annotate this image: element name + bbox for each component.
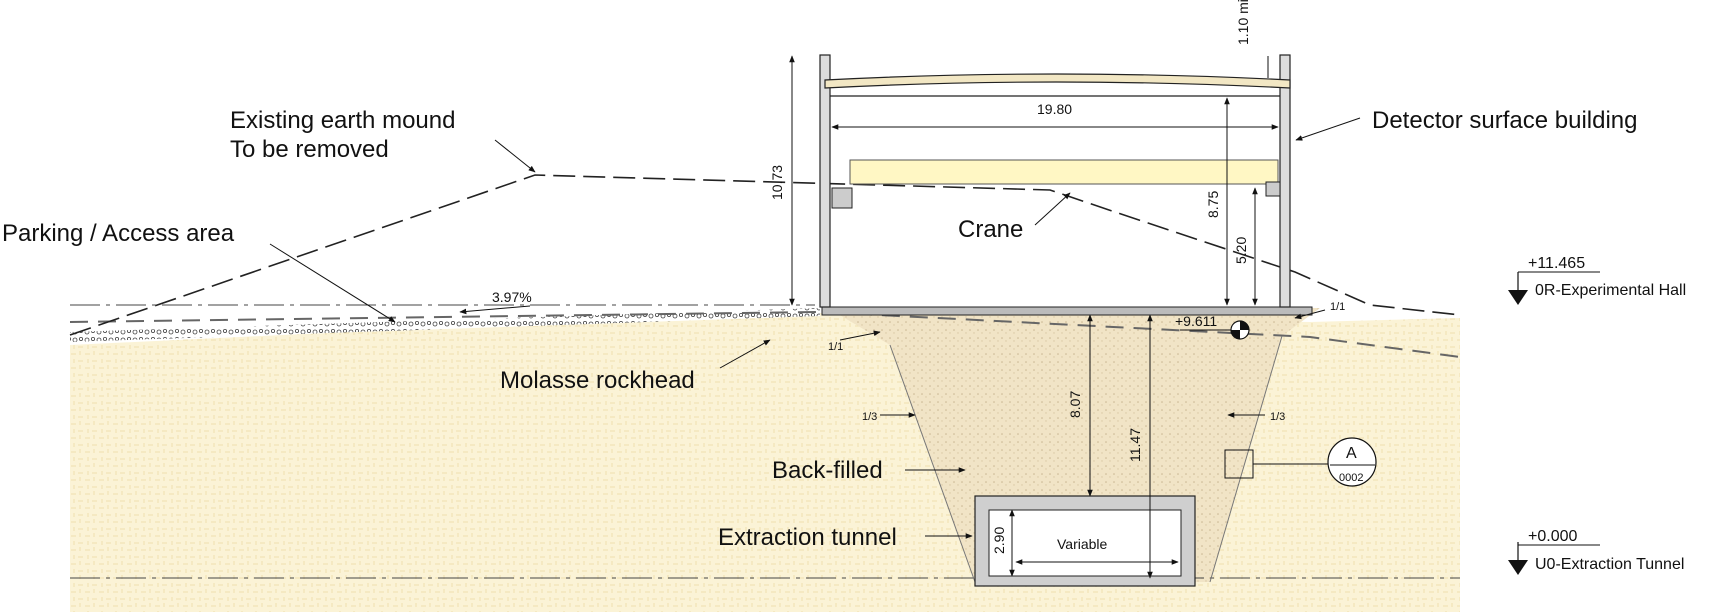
rock-level-symbol-fill <box>1231 321 1249 339</box>
leader-crane <box>1034 192 1071 226</box>
dim-slope-arrow <box>459 305 531 315</box>
parking-surface <box>70 308 820 342</box>
dim-depth: 8.07 <box>1067 391 1083 418</box>
roof <box>824 73 1291 89</box>
slope-arrow-ul <box>839 330 881 341</box>
left-wall <box>819 54 831 308</box>
dim-total-height: 10.73 <box>769 165 785 200</box>
earth-mound-line <box>69 174 1461 336</box>
section-marker-letter: A <box>1346 445 1357 462</box>
leader-molasse <box>719 339 771 369</box>
trench-slope-left <box>889 344 976 583</box>
crane-rail-right <box>1265 181 1281 197</box>
leader-parking <box>269 243 396 323</box>
dim-rock-level: +9.611 <box>1175 313 1217 329</box>
slope-upper-right: 1/1 <box>1330 301 1345 313</box>
right-wall <box>1279 54 1291 308</box>
slope-upper-left: 1/1 <box>828 341 843 353</box>
leader-earth-mound <box>494 139 536 173</box>
label-tunnel: Extraction tunnel <box>718 524 897 551</box>
section-marker-sheet: 0002 <box>1339 472 1363 484</box>
label-parking: Parking / Access area <box>2 220 235 247</box>
trench-slope-right <box>1209 335 1283 583</box>
dim-tunnel-width: Variable <box>1057 536 1108 552</box>
label-earth-mound-2: To be removed <box>230 136 389 163</box>
label-detector-building: Detector surface building <box>1372 107 1637 134</box>
label-backfilled: Back-filled <box>772 457 883 484</box>
label-molasse: Molasse rockhead <box>500 367 695 394</box>
level-marker-upper <box>1508 290 1528 305</box>
dim-tunnel-height: 2.90 <box>991 527 1007 554</box>
dim-span: 19.80 <box>1037 101 1072 117</box>
slope-arrow-ur <box>1294 309 1326 320</box>
level-lower-name: U0-Extraction Tunnel <box>1535 556 1684 573</box>
label-earth-mound-1: Existing earth mound <box>230 107 455 134</box>
slope-lower-right: 1/3 <box>1270 411 1285 423</box>
dim-rail: 5.20 <box>1233 237 1249 264</box>
level-lower-value: +0.000 <box>1528 528 1577 545</box>
section-marker-circle[interactable] <box>1327 437 1377 487</box>
level-marker-lower <box>1508 560 1528 575</box>
label-crane: Crane <box>958 216 1023 243</box>
backfill-area <box>828 308 1320 582</box>
leader-detector <box>1295 117 1361 141</box>
level-upper-value: +11.465 <box>1528 255 1585 272</box>
level-upper-name: 0R-Experimental Hall <box>1535 282 1686 299</box>
crane-beam <box>849 159 1279 185</box>
dim-hook: 8.75 <box>1205 191 1221 218</box>
ground-slab <box>821 306 1313 316</box>
slope-lower-left: 1/3 <box>862 411 877 423</box>
dim-slope: 3.97% <box>492 289 532 305</box>
dim-roof-min: 1.10 min <box>1235 0 1251 45</box>
dim-total-depth: 11.47 <box>1127 428 1143 462</box>
rockhead-line <box>69 310 1461 358</box>
crane-rail-left <box>831 187 853 209</box>
